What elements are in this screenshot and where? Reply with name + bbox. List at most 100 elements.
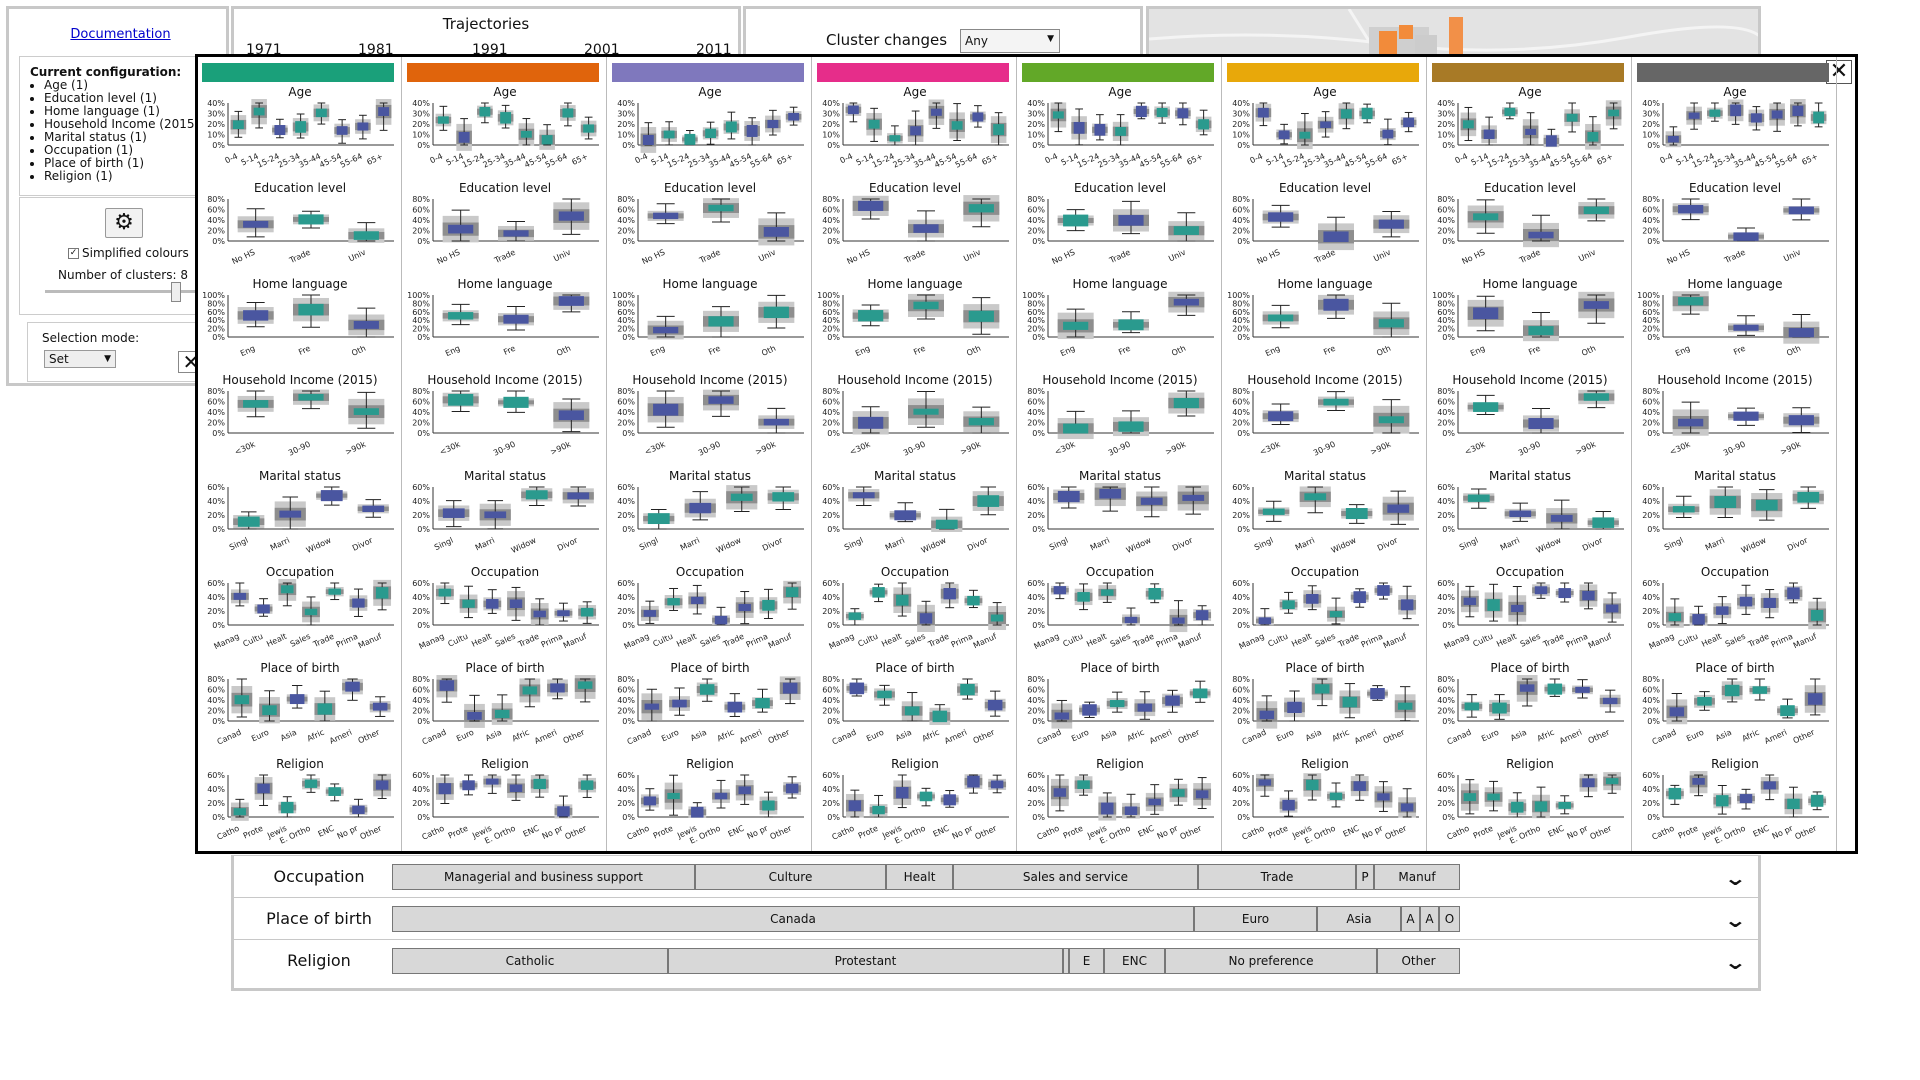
- segment[interactable]: Sales and service: [953, 864, 1198, 890]
- map-panel[interactable]: [1146, 6, 1761, 54]
- segment[interactable]: Trade: [1198, 864, 1356, 890]
- y-tick-label: 60%: [1437, 206, 1455, 215]
- cluster-color-bar[interactable]: [1637, 63, 1829, 82]
- x-tick-label: Marri: [679, 536, 701, 553]
- x-tick-label: 30-90: [1722, 440, 1747, 458]
- cluster-value-mark: [289, 694, 305, 705]
- cluster-value-mark: [1739, 794, 1753, 804]
- segment[interactable]: A: [1401, 906, 1420, 932]
- segment[interactable]: O: [1439, 906, 1460, 932]
- segment[interactable]: Asia: [1317, 906, 1401, 932]
- y-tick-label: 40%: [822, 497, 840, 506]
- checkbox[interactable]: ✓: [68, 247, 79, 259]
- segment[interactable]: Catholic: [392, 948, 668, 974]
- segment[interactable]: ENC: [1104, 948, 1165, 974]
- cluster-value-mark: [467, 712, 482, 720]
- y-tick-label: 40%: [822, 696, 840, 705]
- simplified-colours-label: Simplified colours: [82, 246, 189, 260]
- x-tick-label: Sales: [699, 632, 722, 649]
- chevron-down-icon[interactable]: ⌄: [1723, 866, 1748, 890]
- y-tick-label: 0%: [827, 525, 840, 534]
- segment[interactable]: [1063, 948, 1069, 974]
- chart-title: Place of birth: [1490, 661, 1570, 675]
- x-tick-label: Ameri: [1148, 728, 1173, 746]
- chart-title: Age: [1723, 85, 1747, 99]
- y-tick-label: 40%: [822, 316, 840, 325]
- y-tick-label: 30%: [412, 110, 430, 119]
- y-tick-label: 20%: [822, 799, 840, 808]
- y-tick-label: 60%: [1437, 686, 1455, 695]
- segment[interactable]: Canada: [392, 906, 1194, 932]
- clusters-slider-track[interactable]: [45, 290, 200, 293]
- y-tick-label: 80%: [617, 299, 635, 308]
- segment[interactable]: Euro: [1194, 906, 1317, 932]
- segment[interactable]: P: [1356, 864, 1374, 890]
- segment[interactable]: Culture: [695, 864, 886, 890]
- y-tick-label: 0%: [1237, 237, 1250, 246]
- cluster-color-bar[interactable]: [612, 63, 804, 82]
- cluster-color-bar[interactable]: [202, 63, 394, 82]
- cluster-color-bar[interactable]: [817, 63, 1009, 82]
- close-overlay-button[interactable]: ✕: [1826, 60, 1852, 84]
- cluster-value-mark: [533, 610, 546, 618]
- cluster-color-bar[interactable]: [1022, 63, 1214, 82]
- cluster-color-bar[interactable]: [1432, 63, 1624, 82]
- x-tick-label: Marri: [1294, 536, 1316, 553]
- cluster-value-mark: [1304, 493, 1327, 501]
- x-tick-label: Canad: [1651, 728, 1678, 747]
- x-tick-label: Other: [767, 727, 792, 745]
- y-tick-label: 40%: [617, 408, 635, 417]
- segment[interactable]: Managerial and business support: [392, 864, 695, 890]
- cluster-color-bar[interactable]: [407, 63, 599, 82]
- cluster-value-mark: [1672, 506, 1695, 513]
- y-tick-label: 40%: [617, 785, 635, 794]
- chevron-down-icon[interactable]: ⌄: [1723, 950, 1748, 974]
- clusters-slider-thumb[interactable]: [171, 282, 181, 302]
- x-tick-label: >90k: [344, 440, 368, 457]
- y-tick-label: 0%: [827, 141, 840, 150]
- cluster-value-mark: [1173, 226, 1199, 235]
- x-tick-label: Oth: [965, 344, 982, 358]
- y-tick-label: 60%: [1027, 771, 1045, 780]
- x-tick-label: Trade: [516, 632, 541, 650]
- y-tick-label: 60%: [1027, 579, 1045, 588]
- map-view[interactable]: [1149, 9, 1761, 54]
- cluster-value-mark: [362, 505, 385, 513]
- segment[interactable]: Protestant: [668, 948, 1063, 974]
- selection-mode-select[interactable]: Set ▼: [44, 350, 116, 368]
- x-tick-label: Canad: [626, 728, 653, 747]
- segment[interactable]: Other: [1377, 948, 1460, 974]
- cluster-value-mark: [1340, 109, 1352, 119]
- y-tick-label: 0%: [1032, 717, 1045, 726]
- y-tick-label: 20%: [1027, 707, 1045, 716]
- cluster-color-bar[interactable]: [1227, 63, 1419, 82]
- y-tick-label: 40%: [412, 593, 430, 602]
- cluster-changes-select[interactable]: Any ▼: [960, 29, 1060, 53]
- segment[interactable]: No preference: [1165, 948, 1377, 974]
- cluster-value-mark: [1755, 499, 1778, 511]
- cluster-value-mark: [1063, 321, 1089, 330]
- segment[interactable]: E: [1069, 948, 1104, 974]
- simplified-colours-toggle[interactable]: ✓ Simplified colours: [68, 246, 189, 260]
- settings-button[interactable]: ⚙: [105, 208, 143, 238]
- x-tick-label: Singl: [1458, 536, 1480, 552]
- y-tick-label: 40%: [207, 497, 225, 506]
- chart-title: Household Income (2015): [837, 373, 993, 387]
- documentation-link[interactable]: Documentation: [70, 27, 171, 42]
- segment[interactable]: A: [1420, 906, 1439, 932]
- cluster-value-mark: [993, 124, 1005, 136]
- y-tick-label: 40%: [617, 497, 635, 506]
- x-tick-label: Fre: [1527, 344, 1542, 357]
- segment[interactable]: Manuf: [1374, 864, 1460, 890]
- x-tick-label: >90k: [549, 440, 573, 457]
- chevron-down-icon[interactable]: ⌄: [1723, 908, 1748, 932]
- x-tick-label: Trade: [1746, 632, 1771, 650]
- y-tick-label: 0%: [1647, 237, 1660, 246]
- segment[interactable]: Healt: [886, 864, 953, 890]
- cluster-value-mark: [583, 124, 595, 133]
